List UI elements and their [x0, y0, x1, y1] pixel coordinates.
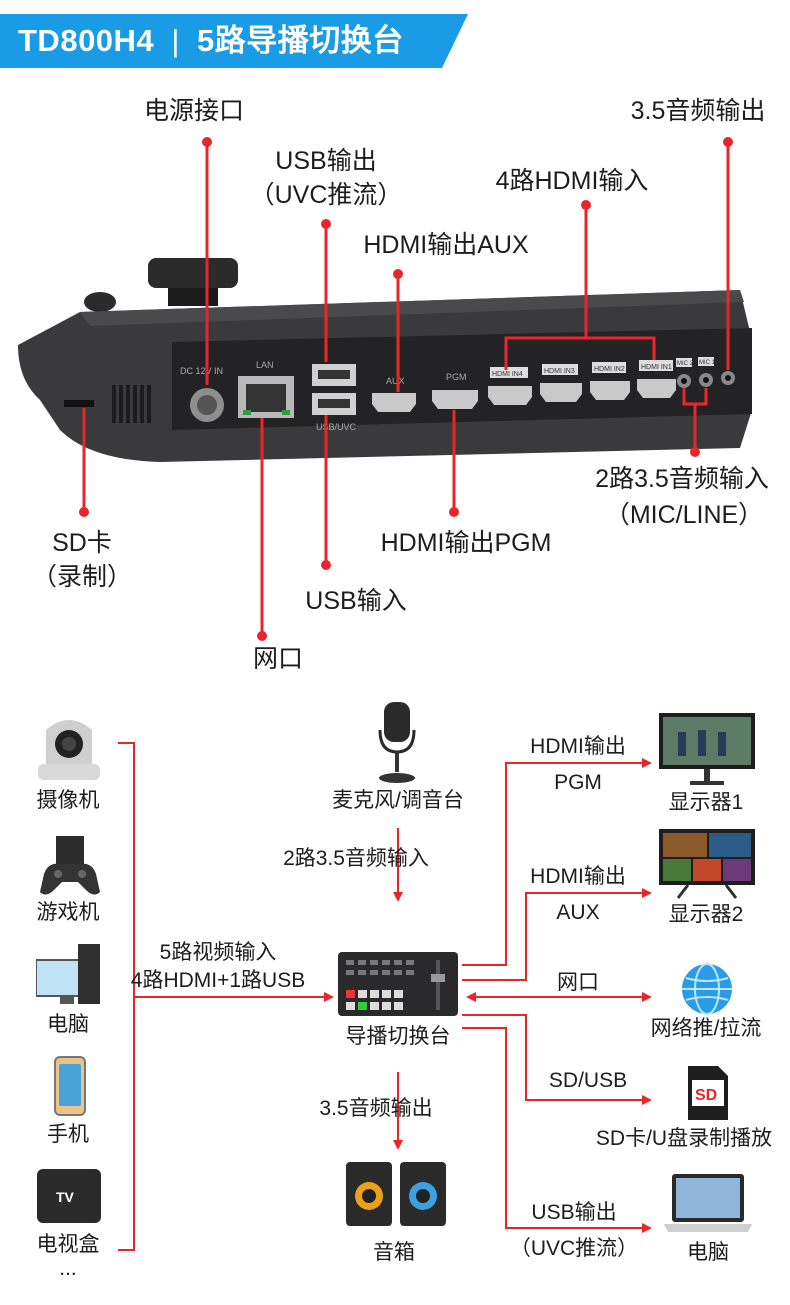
product-title: 5路导播切换台: [197, 23, 404, 58]
callout-dots: [79, 137, 733, 641]
hdmi-in4-label: HDMI IN4: [492, 371, 523, 378]
output-target-laptop: 电脑: [687, 1241, 729, 1264]
usb-uvc-panel-label: USB/UVC: [316, 422, 357, 432]
audio-in-port-sub: （MIC/LINE）: [604, 501, 764, 529]
monitor-icon: [659, 829, 755, 899]
output-usb-line2: （UVC推流）: [509, 1237, 639, 1260]
lan-panel-label: LAN: [256, 360, 274, 370]
video-input-line1: 5路视频输入: [159, 941, 277, 964]
pgm-panel-label: PGM: [446, 372, 467, 382]
svg-text:SD: SD: [695, 1087, 717, 1104]
output-usb-line1: USB输出: [531, 1201, 617, 1224]
banner-shape: [0, 14, 468, 68]
source-label-camera: 摄像机: [36, 789, 100, 812]
mic1-label: MIC 1: [699, 360, 716, 366]
laptop-icon: [664, 1174, 752, 1232]
lan-port-label: 网口: [252, 645, 304, 673]
usb-in-port-label: USB输入: [305, 587, 407, 615]
output-aux-line1: HDMI输出: [530, 865, 626, 888]
output-network-line1: 网口: [557, 971, 599, 994]
microphone-icon: [378, 702, 416, 783]
audio-out-port-label: 3.5音频输出: [630, 97, 766, 125]
hdmi-in2-label: HDMI IN2: [594, 366, 625, 373]
monitor-icon: [659, 713, 755, 785]
hdmi-ports: [372, 379, 676, 412]
source-label-console: 游戏机: [36, 901, 100, 924]
output-aux-line2: AUX: [556, 901, 600, 924]
aux-panel-label: AUX: [386, 376, 405, 386]
output-pgm-line1: HDMI输出: [530, 735, 626, 758]
switcher-label: 导播切换台: [345, 1025, 451, 1048]
sd-port-sub: （录制）: [31, 563, 133, 591]
speaker-label: 音箱: [373, 1241, 415, 1264]
dc-label: DC 12V IN: [180, 366, 223, 376]
hdmi-in3-label: HDMI IN3: [544, 368, 575, 375]
hdmi-in1-label: HDMI IN1: [641, 364, 672, 371]
title-banner: [0, 14, 468, 68]
svg-text:TV: TV: [56, 1189, 75, 1205]
audio-in-flow-label: 2路3.5音频输入: [283, 847, 429, 870]
model-name: TD800H4: [18, 23, 155, 58]
banner-separator: |: [171, 23, 180, 58]
mic2-label: MIC 2: [677, 361, 694, 367]
usb-out-port-label: USB输出: [275, 147, 377, 175]
hdmi-pgm-port-label: HDMI输出PGM: [380, 529, 552, 557]
banner-title: TD800H4 | 5路导播切换台: [18, 14, 404, 68]
hdmi-aux-port-label: HDMI输出AUX: [363, 231, 529, 259]
phone-icon: [54, 1056, 86, 1116]
sd-port-label: SD卡: [52, 529, 112, 557]
joystick-knob: [148, 258, 238, 288]
hdmi-in-port-label: 4路HDMI输入: [495, 167, 649, 195]
hdmi-in-labels: HDMI IN4 HDMI IN3 HDMI IN2 HDMI IN1: [490, 360, 673, 378]
source-label-computer: 电脑: [47, 1013, 89, 1036]
globe-icon: [682, 963, 732, 1015]
mic-label: 麦克风/调音台: [332, 789, 464, 812]
audio-out-flow-label: 3.5音频输出: [319, 1097, 433, 1120]
jog-knob: [84, 292, 116, 312]
output-sdusb-line1: SD/USB: [548, 1069, 628, 1092]
output-target-monitor2: 显示器2: [668, 903, 744, 926]
source-bus-line: [118, 742, 135, 1251]
sd-slot: [64, 400, 94, 407]
tv-box-icon: TV: [37, 1169, 101, 1223]
output-pgm-line2: PGM: [554, 771, 602, 794]
output-target-network: 网络推/拉流: [650, 1017, 762, 1040]
sd-card-icon: SD: [688, 1066, 728, 1120]
rear-panel-diagram: DC 12V IN LAN USB/UVC AUX PGM HDMI IN4 H…: [18, 137, 752, 641]
output-target-sd: SD卡/U盘录制播放: [595, 1127, 773, 1150]
usb-out-port-sub: （UVC推流）: [249, 181, 403, 209]
desktop-computer-icon: [36, 944, 100, 1004]
vent-slots: [112, 385, 151, 423]
audio-in-port-label: 2路3.5音频输入: [595, 465, 769, 493]
source-label-phone: 手机: [47, 1123, 89, 1146]
ptz-camera-icon: [38, 720, 100, 780]
video-input-line2: 4路HDMI+1路USB: [130, 969, 306, 992]
power-port-label: 电源接口: [143, 97, 245, 125]
game-console-icon: [40, 836, 100, 895]
sources-more: ...: [59, 1257, 77, 1280]
source-label-tvbox: 电视盒: [36, 1233, 100, 1256]
speaker-icon: [346, 1162, 446, 1226]
switcher-device-icon: [338, 952, 458, 1016]
callout-lines: [82, 142, 730, 636]
output-target-monitor1: 显示器1: [668, 791, 744, 814]
